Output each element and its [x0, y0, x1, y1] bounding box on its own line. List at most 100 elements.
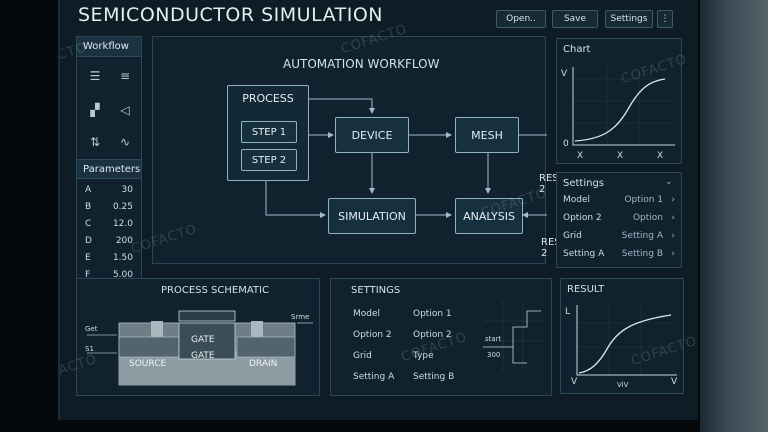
parameter-row[interactable]: B 0.25	[77, 202, 141, 219]
schematic-left-label: S1	[85, 345, 94, 353]
chevron-right-icon: ›	[671, 231, 675, 241]
split-arrows-icon[interactable]: ⇅	[89, 135, 101, 149]
parameter-key: E	[85, 253, 91, 263]
result-title: RESULT	[567, 284, 605, 295]
setting-value: Setting B	[621, 249, 663, 259]
parameter-value: 200	[115, 236, 133, 246]
schematic-svg	[87, 310, 313, 386]
setting-row[interactable]: Model Option 1 ›	[557, 195, 681, 213]
simulation-node[interactable]: SIMULATION	[328, 198, 416, 234]
workflow-title-text: AUTOMATION WORKFLOW	[283, 57, 440, 71]
wave-icon[interactable]: ∿	[119, 135, 131, 149]
mesh-node[interactable]: MESH	[455, 117, 519, 153]
parameter-value: 30	[121, 185, 133, 195]
open-button[interactable]: Open..	[496, 10, 546, 28]
more-menu-button[interactable]: ⋮	[657, 10, 673, 28]
schematic-panel: PROCESS SCHEMATIC GATE GATE SOURCE DRAIN…	[76, 278, 320, 396]
schematic-left-label: Get	[85, 325, 98, 333]
app-title: SEMICONDUCTOR SIMULATION	[78, 4, 383, 26]
settings-side-title: Settings	[563, 178, 605, 189]
chart-svg	[572, 67, 675, 146]
step2-node[interactable]: STEP 2	[241, 149, 297, 171]
chevron-right-icon: ›	[671, 249, 675, 259]
parameter-key: F	[85, 270, 91, 280]
settings-center-title: SETTINGS	[351, 285, 401, 296]
chart-curve	[574, 78, 666, 142]
chart-xtick: X	[617, 151, 624, 161]
workflow-title: Workflow	[77, 37, 141, 57]
chevron-right-icon: ›	[671, 195, 675, 205]
setting-value: Setting A	[621, 231, 663, 241]
analysis-node[interactable]: ANALYSIS	[455, 198, 523, 234]
chart-title: Chart	[563, 44, 591, 55]
setting-key: Grid	[353, 351, 372, 361]
triangle-left-icon[interactable]: ◁	[120, 103, 130, 117]
parameter-value: 0.25	[112, 202, 133, 212]
background-wall	[700, 0, 768, 432]
setting-key: Setting A	[353, 372, 395, 382]
gate-upper-label: GATE	[191, 335, 215, 345]
device-node[interactable]: DEVICE	[335, 117, 409, 153]
setting-value[interactable]: Type	[413, 351, 434, 361]
workflow-panel: AUTOMATION WORKFLOW PROCESS STEP 1 STEP …	[152, 36, 578, 264]
parameter-value: 5.00	[112, 270, 133, 280]
grid-blocks-icon[interactable]: ▞	[90, 103, 100, 117]
setting-value: Option 1	[624, 195, 663, 205]
mini-chart-svg	[483, 301, 543, 371]
list-icon[interactable]: ☰	[89, 69, 101, 83]
setting-row[interactable]: Grid Setting A ›	[557, 231, 681, 249]
parameter-row[interactable]: F 5.00	[77, 270, 141, 287]
chart-xtick: X	[657, 151, 664, 161]
settings-center-panel: SETTINGS Model Option 1 Option 2 Option 2 Gr…	[330, 278, 552, 396]
mini-chart-value-label: 300	[487, 351, 501, 359]
parameter-row[interactable]: A 30	[77, 185, 141, 202]
chart-xtick: X	[577, 151, 584, 161]
setting-key: Model	[563, 195, 591, 205]
result-ylabel: L	[565, 307, 571, 317]
setting-value[interactable]: Setting B	[413, 372, 455, 382]
parameter-key: B	[85, 202, 92, 212]
parameter-key: C	[85, 219, 92, 229]
app-screen: SEMICONDUCTOR SIMULATION Open.. Save Set…	[58, 0, 698, 420]
result-xlabel-left: V	[571, 377, 578, 387]
process-node-label: PROCESS	[242, 92, 294, 105]
setting-key: Setting A	[563, 249, 605, 259]
drain-label: DRAIN	[249, 359, 278, 369]
chart-ylabel: V	[561, 69, 568, 79]
workflow-connectors	[265, 98, 547, 218]
source-label: SOURCE	[129, 359, 167, 369]
chart-panel: Chart V 0 X X X	[556, 38, 682, 164]
result-xlabel-right: V	[671, 377, 678, 387]
result-svg	[576, 305, 677, 376]
menu-icon[interactable]: ≡	[119, 69, 131, 83]
parameters-title: Parameters	[77, 159, 141, 179]
collapse-chevron-icon[interactable]: ⌄	[665, 177, 673, 187]
result-xlabel-mid: ViV	[617, 381, 629, 389]
parameter-value: 1.50	[112, 253, 133, 263]
step1-node[interactable]: STEP 1	[241, 121, 297, 143]
result-curve	[578, 314, 672, 374]
setting-key: Option 2	[353, 330, 392, 340]
settings-button[interactable]: Settings	[605, 10, 653, 28]
schematic-right-label: Srme	[291, 313, 310, 321]
setting-key: Grid	[563, 231, 582, 241]
parameter-key: A	[85, 185, 92, 195]
mini-chart-start-label: start	[485, 335, 502, 343]
setting-value[interactable]: Option 2	[413, 330, 452, 340]
parameter-row[interactable]: C 12.0	[77, 219, 141, 236]
setting-value[interactable]: Option 1	[413, 309, 452, 319]
save-button[interactable]: Save	[552, 10, 598, 28]
gate-lower-label: GATE	[191, 351, 215, 361]
chart-origin: 0	[563, 139, 569, 149]
result-panel: RESULT L V ViV V	[560, 278, 684, 394]
parameter-row[interactable]: E 1.50	[77, 253, 141, 270]
chevron-right-icon: ›	[671, 213, 675, 223]
setting-value: Option	[632, 213, 663, 223]
parameter-value: 12.0	[112, 219, 133, 229]
setting-key: Model	[353, 309, 381, 319]
setting-row[interactable]: Setting A Setting B ›	[557, 249, 681, 267]
